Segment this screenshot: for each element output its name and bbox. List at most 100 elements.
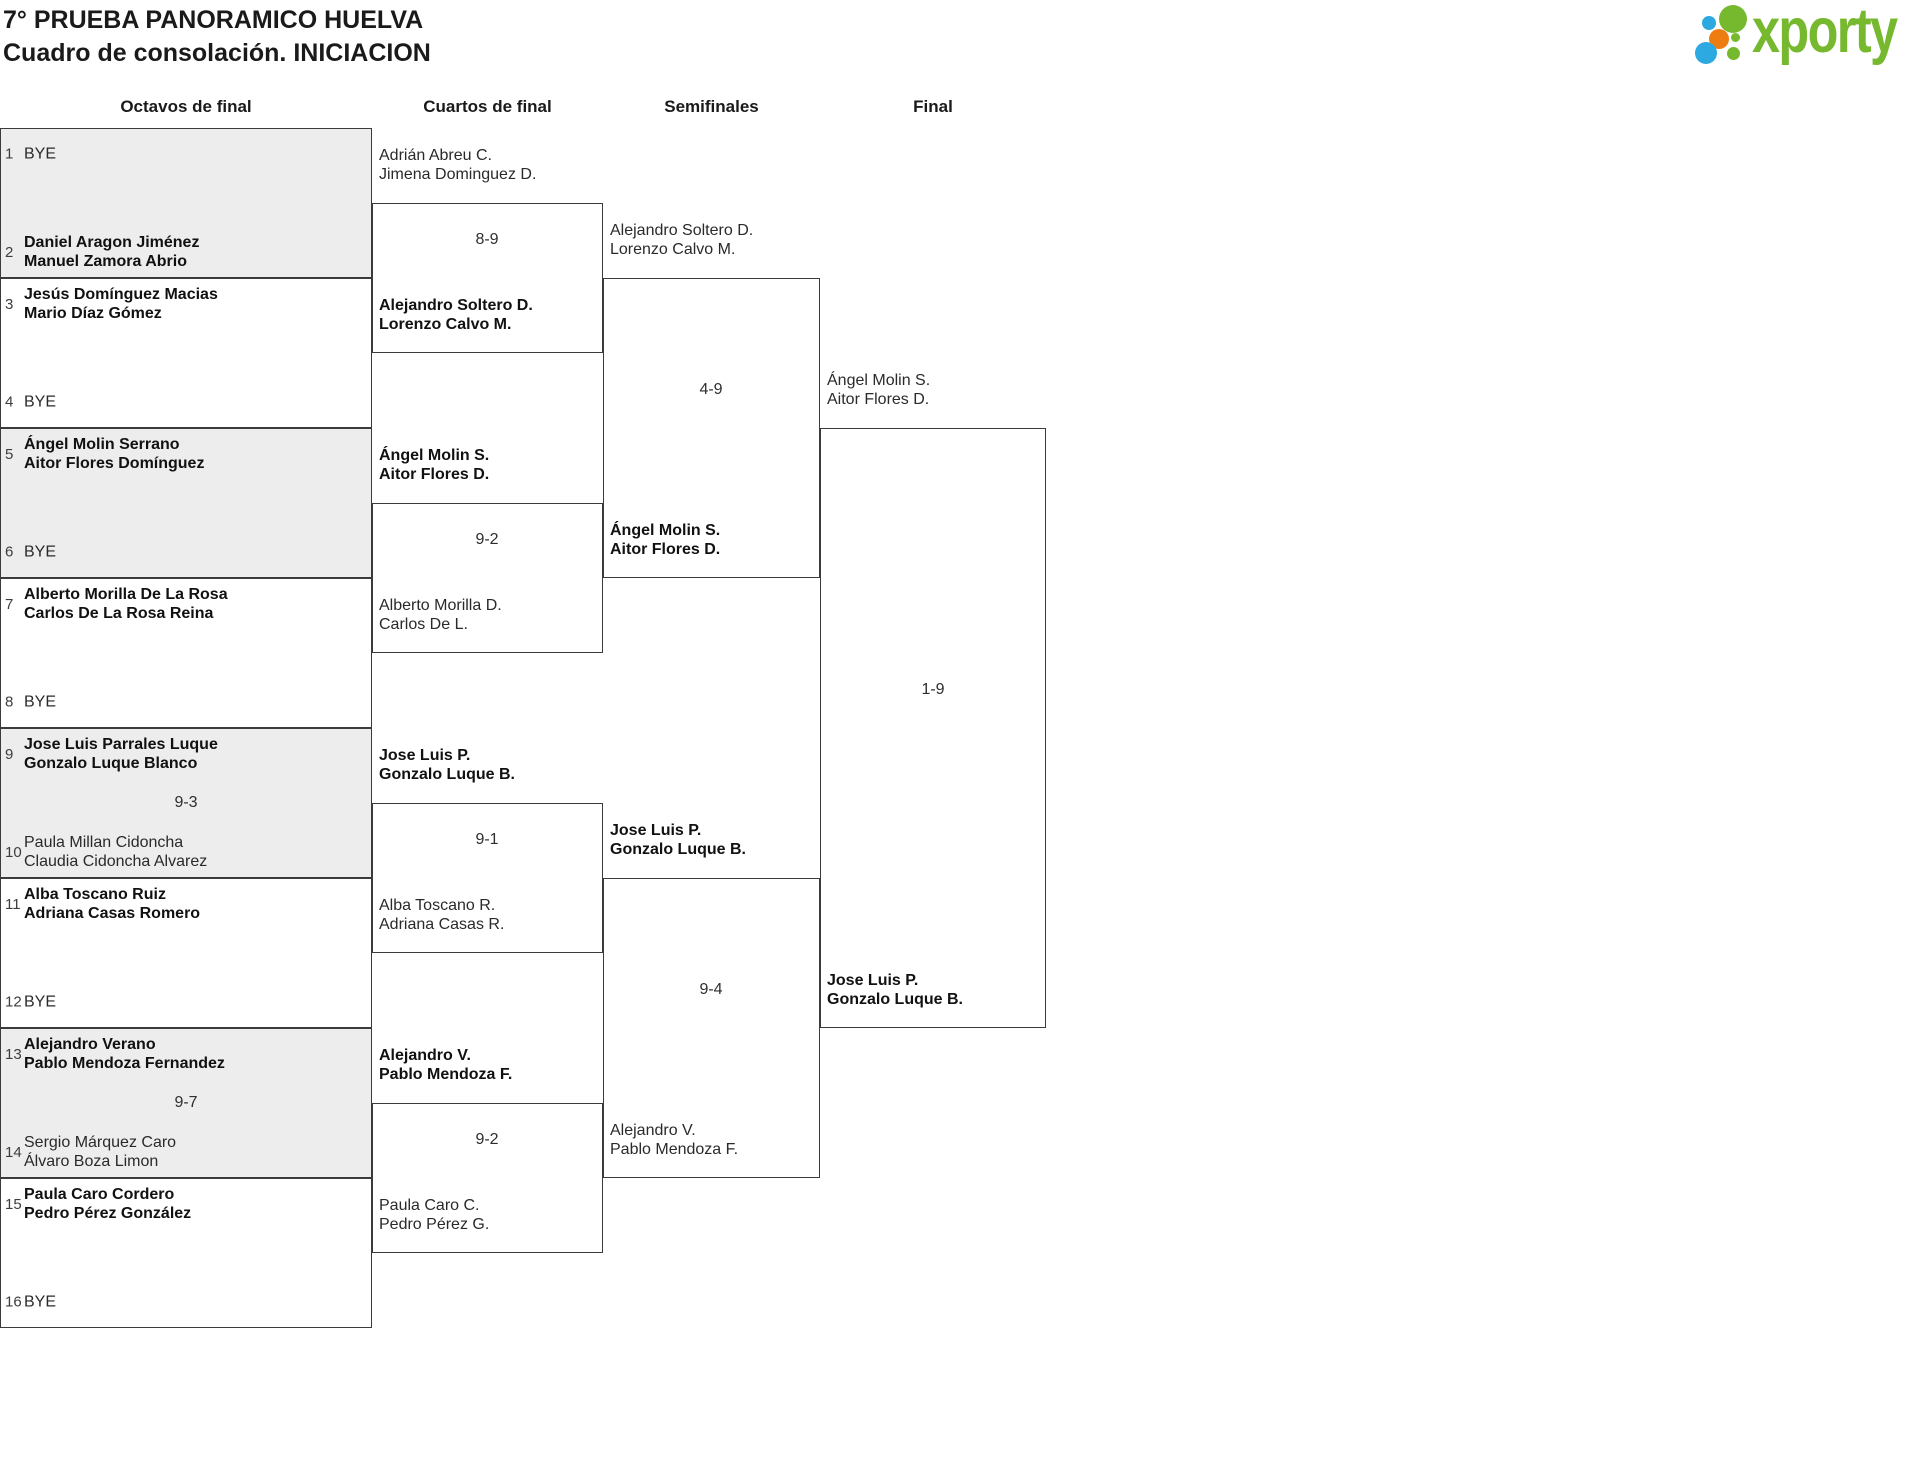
player-name: Aitor Flores Domínguez — [24, 455, 205, 472]
cuartos-team-entry: Adrián Abreu C.Jimena Dominguez D. — [379, 146, 536, 184]
octavos-match-box — [0, 278, 372, 428]
cuartos-match-box — [372, 803, 603, 953]
xporty-logo[interactable]: xporty — [1690, 0, 1920, 80]
player-name: Alejandro V. — [379, 1047, 471, 1064]
team-names: Ángel Molin S.Aitor Flores D. — [610, 521, 720, 559]
round-header-cuartos: Cuartos de final — [423, 97, 552, 116]
final-team-entry: Ángel Molin S.Aitor Flores D. — [827, 371, 930, 409]
team-names: Alberto Morilla D.Carlos De L. — [379, 596, 502, 634]
player-name: Ángel Molin S. — [379, 447, 490, 464]
player-name: Ángel Molin Serrano — [24, 436, 180, 453]
cuartos-team-entry: Ángel Molin S. Aitor Flores D. — [379, 446, 489, 484]
bracket-subtitle: Cuadro de consolación. INICIACION — [3, 39, 431, 67]
octavos-match-box — [0, 878, 372, 1028]
player-name: Álvaro Boza Limon — [24, 1153, 159, 1170]
team-names: Jose Luis P.Gonzalo Luque B. — [610, 821, 746, 859]
slot-number: 11 — [5, 895, 21, 913]
slot-number: 5 — [5, 445, 14, 463]
octavos-match-box — [0, 1028, 372, 1178]
match-score: 9-2 — [475, 531, 499, 548]
match-score: 9-2 — [475, 1131, 499, 1148]
cuartos-team-entry: Jose Luis P.Gonzalo Luque B. — [379, 746, 515, 784]
cuartos-team-entry: Paula Caro C.Pedro Pérez G. — [379, 1196, 489, 1234]
semifinal-match-box — [603, 878, 820, 1178]
match-score: 9-7 — [174, 1094, 198, 1111]
player-name: Gonzalo Luque B. — [827, 991, 963, 1008]
semifinal-team-entry: Ángel Molin S.Aitor Flores D. — [610, 521, 720, 559]
team-names: Alba Toscano R.Adriana Casas R. — [379, 896, 504, 934]
team-names: Ángel Molin S. Aitor Flores D. — [379, 446, 489, 484]
player-name: BYE — [24, 543, 57, 561]
team-names: Alejandro V. Pablo Mendoza F. — [379, 1046, 512, 1084]
player-name: Pedro Pérez G. — [379, 1216, 490, 1233]
octavos-bye-slot: 1 BYE — [5, 145, 56, 164]
player-name: Alejandro V. — [610, 1122, 696, 1139]
player-name: Alejandro Soltero D. — [610, 222, 754, 239]
octavos-match-box — [0, 1178, 372, 1328]
logo-dot-green-small-icon — [1727, 47, 1740, 60]
team-names: Jose Luis P.Gonzalo Luque B. — [379, 746, 515, 784]
octavos-match-box — [0, 578, 372, 728]
match-score: 1-9 — [921, 681, 945, 698]
bye-label: BYE — [24, 145, 56, 164]
semifinal-team-entry: Jose Luis P.Gonzalo Luque B. — [610, 821, 746, 859]
round-header-octavos: Octavos de final — [120, 97, 252, 116]
player-name: Jose Luis P. — [379, 747, 471, 764]
slot-number: 12 — [5, 993, 22, 1011]
slot-number: 3 — [5, 295, 14, 313]
bye-label: BYE — [24, 693, 56, 712]
slot-number: 6 — [5, 543, 14, 561]
player-name: Paula Millan Cidoncha — [24, 834, 184, 851]
bye-label: BYE — [24, 543, 56, 562]
cuartos-match-box — [372, 1103, 603, 1253]
player-name: Alberto Morilla De La Rosa — [24, 586, 228, 603]
player-name: BYE — [24, 393, 57, 411]
player-name: Lorenzo Calvo M. — [610, 241, 736, 258]
player-name: Pablo Mendoza F. — [379, 1066, 513, 1083]
team-names: Paula Caro C.Pedro Pérez G. — [379, 1196, 489, 1234]
player-name: Ángel Molin S. — [827, 372, 931, 389]
player-name: Adriana Casas Romero — [24, 905, 201, 922]
player-name: Jose Luis P. — [610, 822, 702, 839]
player-name: Aitor Flores D. — [379, 466, 490, 483]
final-team-entry: Jose Luis P. Gonzalo Luque B. — [827, 971, 963, 1009]
match-score: 9-4 — [699, 981, 723, 998]
player-name: Pablo Mendoza F. — [610, 1141, 739, 1158]
round-header-semifinales: Semifinales — [664, 97, 759, 116]
player-name: Jose Luis P. — [827, 972, 919, 989]
semifinal-team-entry: Alejandro Soltero D. Lorenzo Calvo M. — [610, 221, 753, 259]
slot-number: 10 — [5, 843, 22, 861]
slot-number: 13 — [5, 1045, 22, 1063]
slot-number: 14 — [5, 1143, 22, 1161]
slot-number: 16 — [5, 1293, 22, 1311]
player-name: Lorenzo Calvo M. — [379, 316, 512, 333]
team-names: Alejandro Soltero D. Lorenzo Calvo M. — [610, 221, 753, 259]
player-name: Claudia Cidoncha Alvarez — [24, 853, 208, 870]
player-name: BYE — [24, 145, 57, 163]
page-title: 7° PRUEBA PANORAMICO HUELVA Cuadro de co… — [3, 4, 431, 70]
cuartos-team-entry: Alejandro Soltero D.Lorenzo Calvo M. — [379, 296, 533, 334]
logo-dot-green-large-icon — [1719, 5, 1747, 33]
player-name: Daniel Aragon Jiménez — [24, 234, 200, 251]
octavos-match-box — [0, 728, 372, 878]
slot-number: 1 — [5, 145, 14, 163]
player-name: Pablo Mendoza Fernandez — [24, 1055, 225, 1072]
logo-wordmark: xporty — [1752, 0, 1898, 66]
player-name: Jimena Dominguez D. — [379, 166, 537, 183]
player-name: Paula Caro Cordero — [24, 1186, 175, 1203]
player-name: Jose Luis Parrales Luque — [24, 736, 218, 753]
player-name: Jesús Domínguez Macias — [24, 286, 218, 303]
bye-label: BYE — [24, 993, 56, 1012]
player-name: Gonzalo Luque Blanco — [24, 755, 198, 772]
